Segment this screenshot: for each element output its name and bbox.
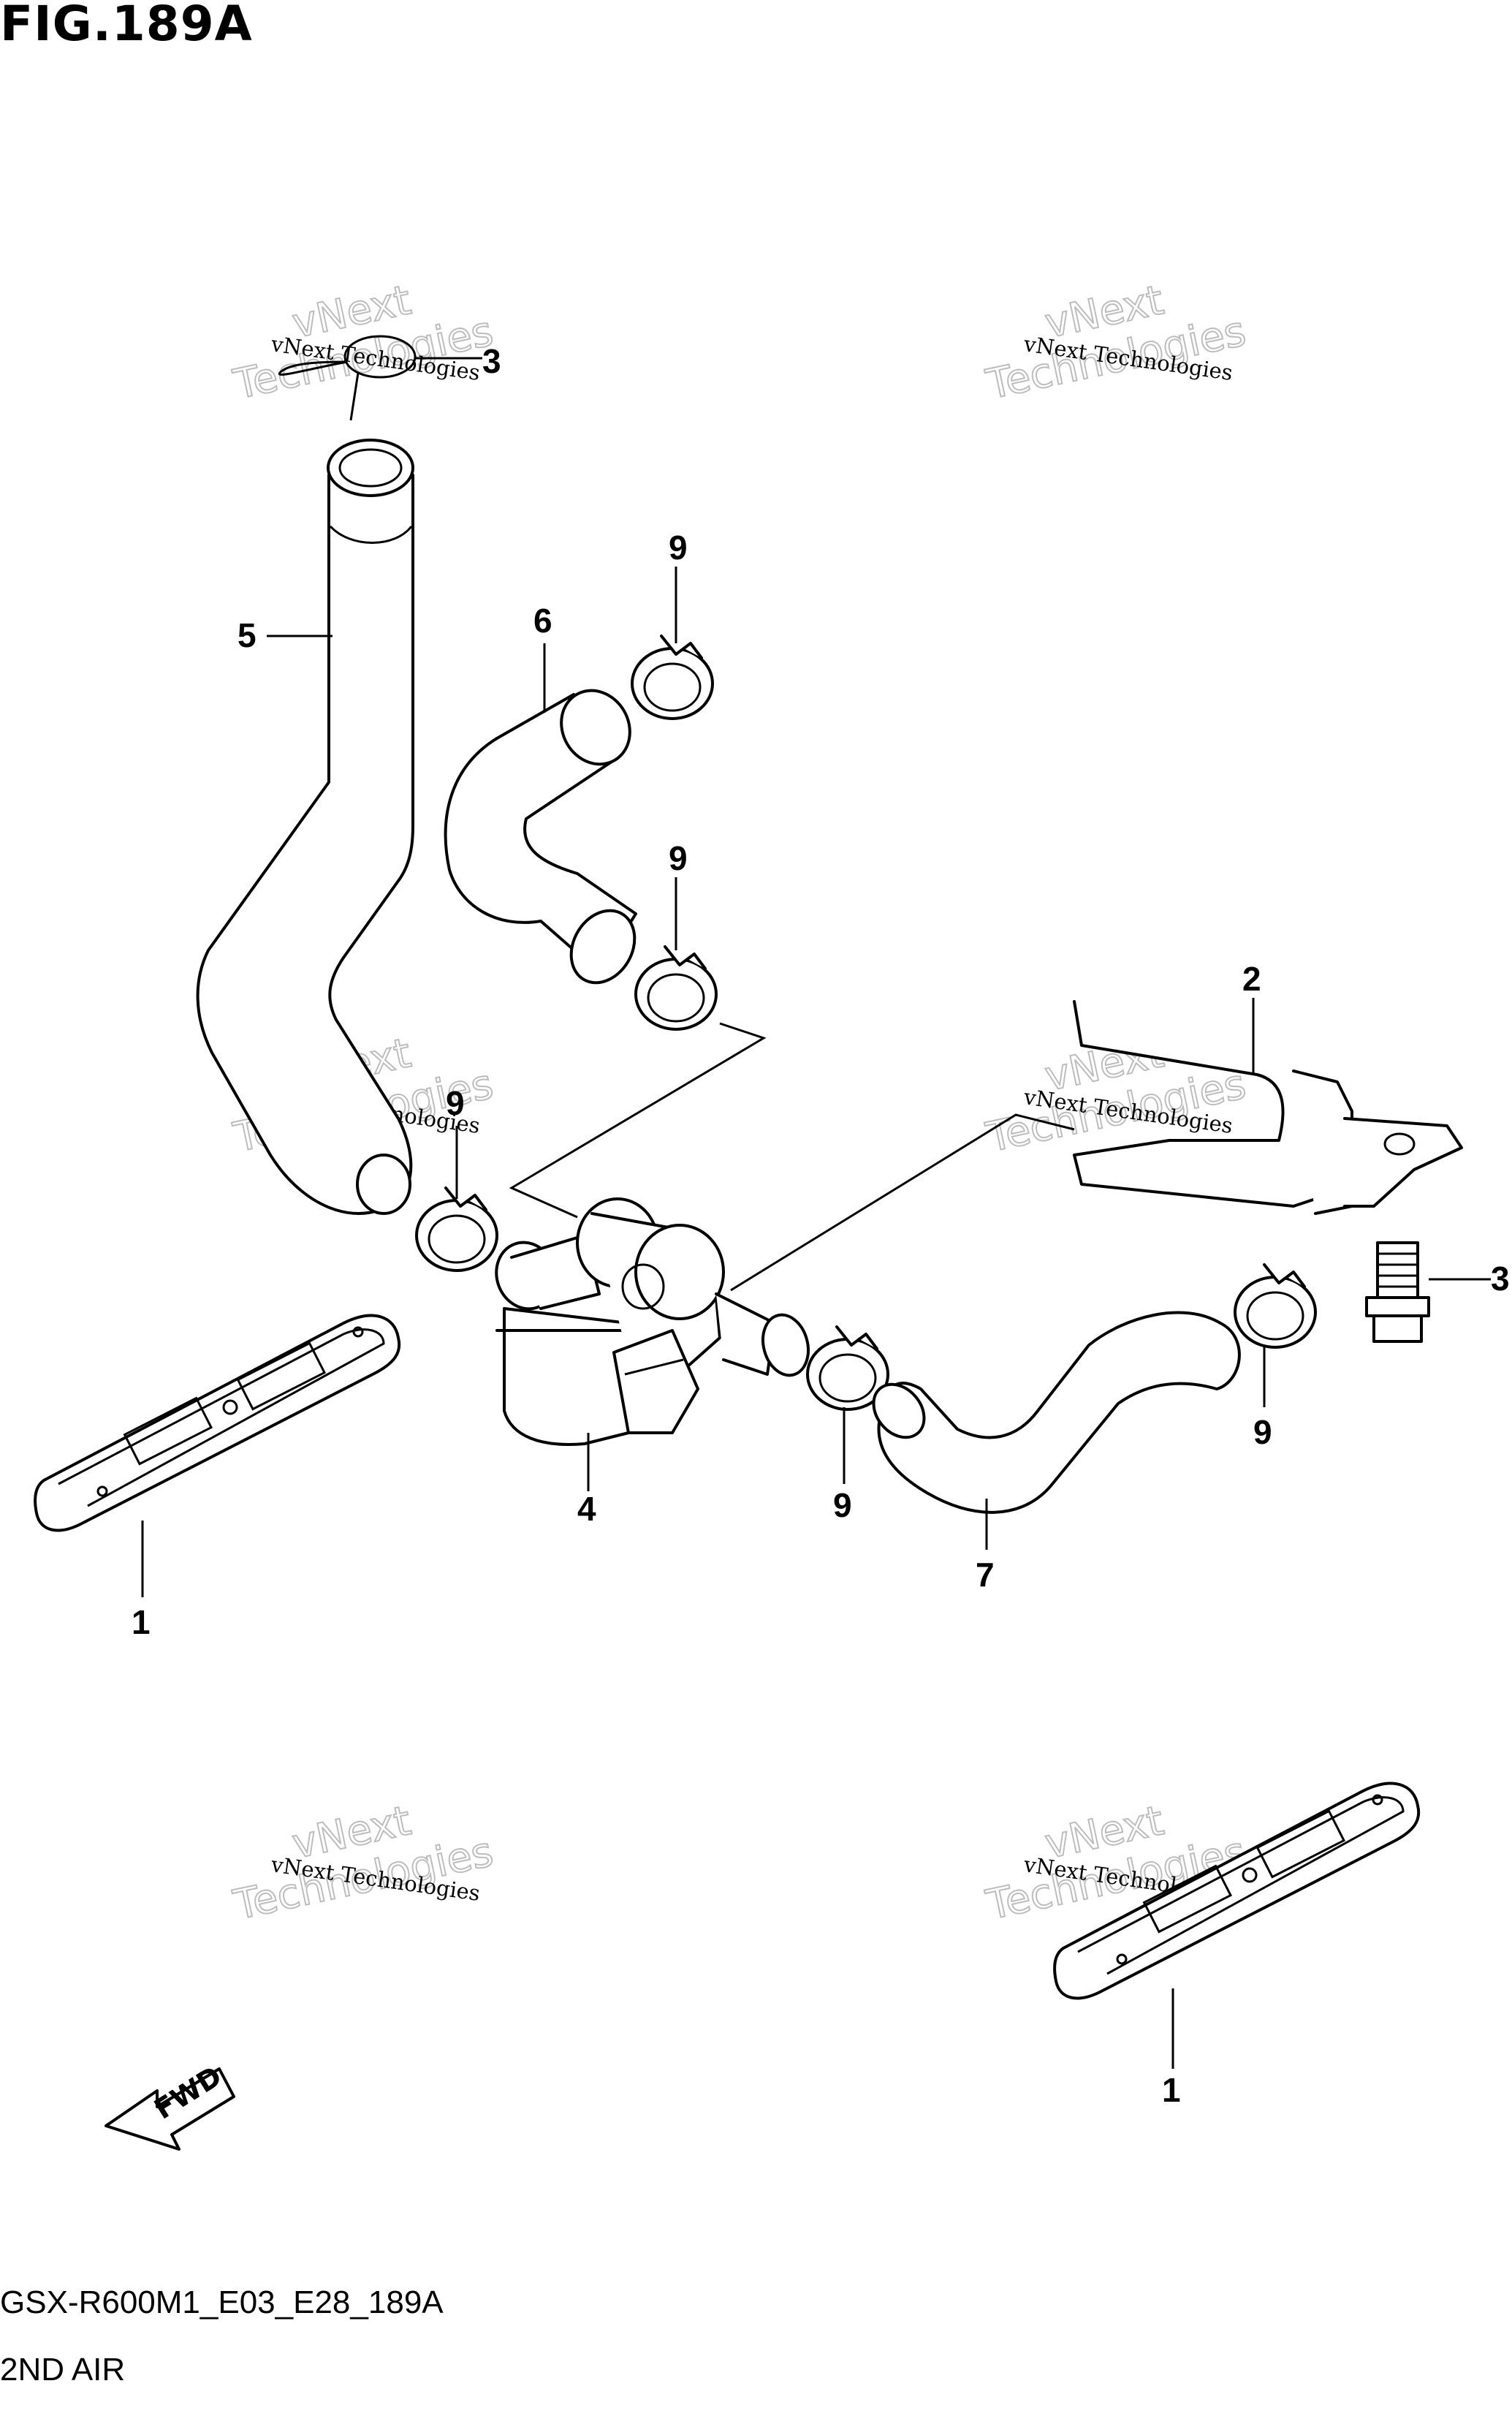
part-clip-top [278, 335, 417, 421]
assembly-guide-right [730, 1113, 1075, 1292]
callout-1b: 1 [1162, 2071, 1181, 2109]
callout-3a: 3 [482, 342, 501, 380]
figure-title: FIG.189A [0, 0, 253, 52]
callout-9a: 9 [669, 529, 688, 567]
part-hose-7 [872, 1311, 1241, 1514]
callout-5: 5 [238, 616, 257, 654]
callout-2: 2 [1242, 960, 1261, 998]
part-clamp-9b [634, 945, 718, 1031]
watermark-1: vNext Technologies [229, 276, 498, 409]
callout-9c: 9 [446, 1084, 465, 1122]
model-code: GSX-R600M1_E03_E28_189A [0, 2284, 444, 2320]
part-gasket-1b [1053, 1782, 1421, 2000]
callout-4: 4 [577, 1490, 596, 1528]
callout-9e: 9 [1253, 1413, 1272, 1451]
part-gasket-1a [34, 1314, 401, 1532]
watermark-5: vNext Technologies [229, 1796, 498, 1930]
assembly-guide-left [509, 1022, 767, 1219]
part-clamp-9d [806, 1325, 889, 1411]
callout-1a: 1 [132, 1603, 151, 1641]
part-hose-6 [444, 689, 637, 985]
callout-9b: 9 [669, 839, 688, 877]
part-hose-5 [196, 439, 414, 1215]
callout-7: 7 [976, 1556, 995, 1594]
fwd-arrow-icon: FWD [105, 2060, 235, 2151]
part-valve-4 [495, 1197, 810, 1446]
part-clamp-9e [1234, 1263, 1317, 1349]
watermark-2: vNext Technologies [981, 276, 1250, 409]
part-bracket-2 [1073, 1000, 1463, 1215]
part-clamp-9c [415, 1186, 498, 1272]
part-clamp-9a [631, 635, 714, 720]
part-bolt-3 [1365, 1241, 1430, 1343]
section-name: 2ND AIR [0, 2352, 126, 2388]
callout-6: 6 [533, 602, 552, 640]
callout-9d: 9 [833, 1486, 852, 1524]
callout-3b: 3 [1491, 1260, 1510, 1298]
